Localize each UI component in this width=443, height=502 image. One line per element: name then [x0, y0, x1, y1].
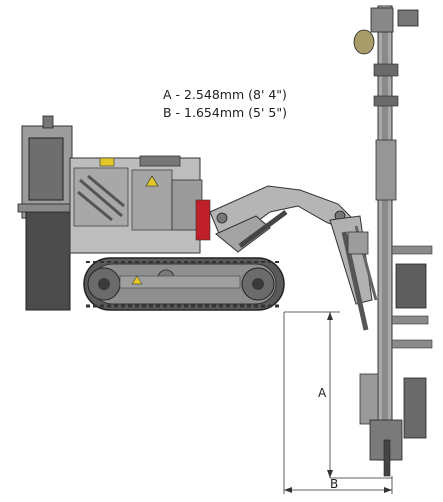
- legend-b: B - 1.654mm (5' 5"): [163, 105, 287, 120]
- dimension-legend: A - 2.548mm (8' 4") B - 1.654mm (5' 5"): [163, 86, 287, 122]
- engine-housing: [69, 155, 211, 254]
- drill-mast: [353, 5, 433, 477]
- dimension-a: A: [284, 311, 392, 479]
- crawler-track: [83, 257, 285, 311]
- operator-cabin: [17, 115, 75, 311]
- dimension-b-label: B: [330, 477, 338, 491]
- dimension-b: B: [283, 312, 393, 494]
- legend-a: A - 2.548mm (8' 4"): [163, 87, 287, 102]
- dimension-a-label: A: [318, 386, 327, 400]
- boom-arm: [209, 185, 378, 331]
